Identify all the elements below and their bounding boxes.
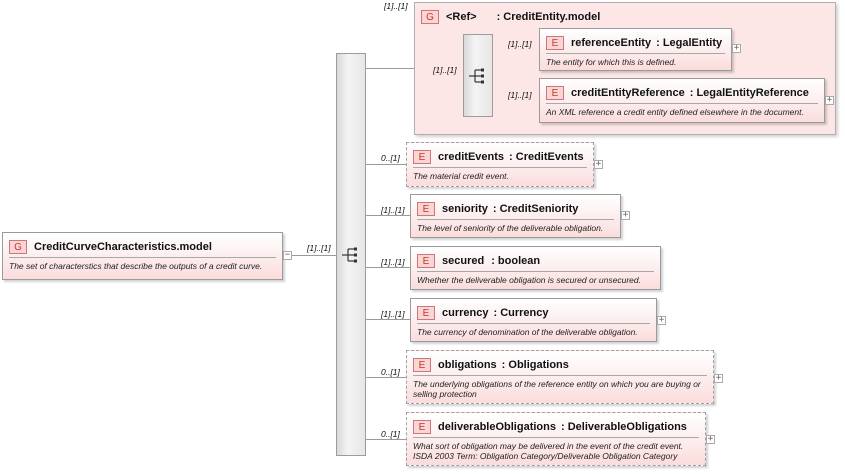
element-type: : CreditEvents <box>509 151 584 163</box>
connector-line <box>366 377 406 378</box>
connector-line <box>291 255 336 256</box>
divider <box>417 219 614 220</box>
expand-toggle-icon[interactable]: + <box>706 434 715 444</box>
element-badge-icon: E <box>546 86 564 100</box>
element-cardinality: 0..[1] <box>381 153 400 163</box>
expand-toggle-icon[interactable]: + <box>594 159 603 169</box>
connector-line <box>366 68 414 69</box>
element-badge-icon: E <box>417 306 435 320</box>
element-badge-icon: E <box>417 202 435 216</box>
expand-toggle-icon[interactable]: + <box>714 373 723 383</box>
element-badge-icon: E <box>413 358 431 372</box>
root-cardinality: [1]..[1] <box>307 243 331 253</box>
divider <box>413 437 699 438</box>
element-cardinality: [1]..[1] <box>508 39 532 49</box>
element-badge-icon: E <box>413 420 431 434</box>
divider <box>417 323 650 324</box>
connector-line <box>366 164 406 165</box>
element-type: : Currency <box>493 307 549 319</box>
root-group-title: CreditCurveCharacteristics.model <box>34 241 212 253</box>
element-node-seniority[interactable]: E seniority : CreditSeniority The level … <box>410 194 621 238</box>
element-cardinality: 0..[1] <box>381 367 400 377</box>
connector-line <box>366 215 410 216</box>
element-name: deliverableObligations <box>438 421 556 433</box>
element-doc: The material credit event. <box>413 171 509 181</box>
sequence-compositor-ref[interactable] <box>463 34 493 117</box>
element-type: : boolean <box>491 255 541 267</box>
connector-line <box>366 267 410 268</box>
ref-label: <Ref> <box>446 11 477 23</box>
element-type: : LegalEntity <box>656 37 723 49</box>
element-type: : Obligations <box>501 359 569 371</box>
expand-toggle-icon[interactable]: + <box>825 95 834 105</box>
expand-toggle-icon[interactable]: + <box>657 315 666 325</box>
element-node-referenceEntity[interactable]: E referenceEntity : LegalEntity The enti… <box>539 28 732 71</box>
element-name: secured <box>442 255 485 267</box>
element-type: : LegalEntityReference <box>689 87 809 99</box>
expand-toggle-icon[interactable]: + <box>732 43 741 53</box>
element-doc: The currency of denomination of the deli… <box>417 327 638 337</box>
root-group-doc: The set of characterstics that describe … <box>9 261 263 271</box>
element-cardinality: [1]..[1] <box>381 257 405 267</box>
element-badge-icon: E <box>546 36 564 50</box>
element-node-creditEvents[interactable]: E creditEvents : CreditEvents The materi… <box>406 142 594 187</box>
root-group-node[interactable]: G CreditCurveCharacteristics.model The s… <box>2 232 283 280</box>
element-doc: What sort of obligation may be delivered… <box>413 441 684 461</box>
divider <box>546 103 818 104</box>
group-badge-icon: G <box>9 240 27 254</box>
element-node-obligations[interactable]: E obligations : Obligations The underlyi… <box>406 350 714 404</box>
element-badge-icon: E <box>413 150 431 164</box>
divider <box>9 257 276 258</box>
element-badge-icon: E <box>417 254 435 268</box>
element-cardinality: 0..[1] <box>381 429 400 439</box>
element-name: creditEvents <box>438 151 505 163</box>
sequence-compositor-main[interactable] <box>336 53 366 456</box>
divider <box>417 271 654 272</box>
divider <box>546 53 725 54</box>
divider <box>413 375 707 376</box>
element-node-deliverableObligations[interactable]: E deliverableObligations : DeliverableOb… <box>406 412 706 466</box>
element-doc: The underlying obligations of the refere… <box>413 379 701 399</box>
element-name: currency <box>442 307 489 319</box>
element-doc: An XML reference a credit entity defined… <box>546 107 804 117</box>
group-badge-icon: G <box>421 10 439 24</box>
connector-line <box>366 439 406 440</box>
element-name: obligations <box>438 359 497 371</box>
element-cardinality: [1]..[1] <box>508 90 532 100</box>
element-cardinality: [1]..[1] <box>381 309 405 319</box>
element-name: creditEntityReference <box>571 87 685 99</box>
element-name: seniority <box>442 203 488 215</box>
expand-toggle-icon[interactable]: + <box>621 210 630 220</box>
element-node-secured[interactable]: E secured : boolean Whether the delivera… <box>410 246 661 290</box>
element-doc: Whether the deliverable obligation is se… <box>417 275 641 285</box>
element-node-creditEntityReference[interactable]: E creditEntityReference : LegalEntityRef… <box>539 78 825 123</box>
ref-group-cardinality-top: [1]..[1] <box>384 1 408 11</box>
ref-group-cardinality: [1]..[1] <box>433 65 457 75</box>
element-node-currency[interactable]: E currency : Currency The currency of de… <box>410 298 657 342</box>
element-doc: The entity for which this is defined. <box>546 57 677 67</box>
element-doc: The level of seniority of the deliverabl… <box>417 223 604 233</box>
divider <box>413 167 587 168</box>
element-name: referenceEntity <box>571 37 652 49</box>
collapse-toggle-icon[interactable]: − <box>283 250 292 260</box>
element-type: : DeliverableObligations <box>560 421 687 433</box>
sequence-icon <box>342 247 357 262</box>
element-type: : CreditSeniority <box>492 203 579 215</box>
sequence-icon <box>469 68 484 83</box>
element-cardinality: [1]..[1] <box>381 205 405 215</box>
ref-group-title: : CreditEntity.model <box>496 11 601 23</box>
connector-line <box>366 319 410 320</box>
